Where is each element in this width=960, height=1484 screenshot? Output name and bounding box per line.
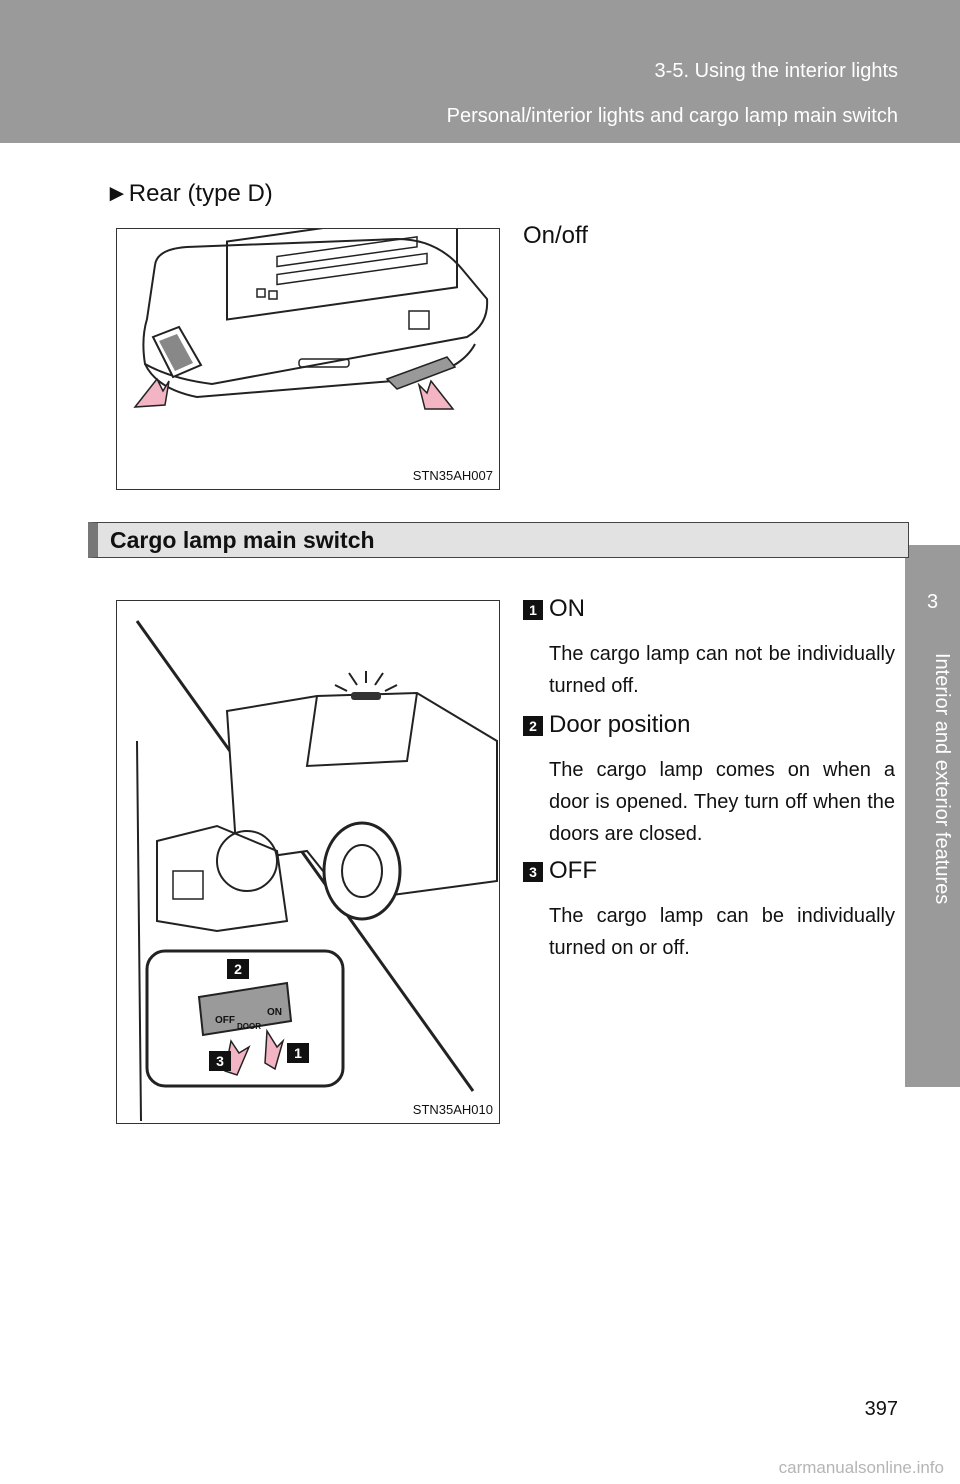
rear-light-figure: STN35AH007 [116,208,500,490]
side-tab-spacer [905,143,960,545]
item-2-badge: 2 [523,716,543,736]
switch-on-label: ON [267,1007,282,1018]
rear-type-d-heading: ►Rear (type D) [105,180,273,207]
page-number: 397 [864,1398,898,1420]
chapter-tab-block [905,545,960,1087]
figure-code: STN35AH007 [412,468,493,483]
on-off-label: On/off [523,222,588,249]
callout-2: 2 [234,961,242,977]
item-1-description: The cargo lamp can not be individually t… [549,643,895,697]
item-1-badge: 1 [523,600,543,620]
left-arrow-indicator [133,377,170,408]
right-arrow-indicator [417,379,455,410]
truck-and-switch-illustration: OFF DOOR ON 2 3 1 [135,620,498,1122]
callout-3: 3 [216,1053,224,1069]
figure-code: STN35AH010 [412,1102,493,1117]
main-switch [197,981,293,1037]
section-title: Cargo lamp main switch [110,527,375,553]
header-band: 3-5. Using the interior lights Personal/… [0,0,960,143]
item-3-description: The cargo lamp can be individually turne… [549,905,895,959]
subsection-title: Personal/interior lights and cargo lamp … [446,105,898,127]
cargo-lamp-figure: OFF DOOR ON 2 3 1 STN35AH010 [116,600,500,1124]
item-2-label: Door position [549,711,691,738]
watermark: carmanualsonline.info [778,1458,944,1477]
item-3-badge: 3 [523,862,543,882]
switch-off-label: OFF [215,1015,235,1026]
item-2-description: The cargo lamp comes on when a door is o… [549,759,895,845]
section-header: Cargo lamp main switch [88,522,909,558]
section-breadcrumb: 3-5. Using the interior lights [654,60,898,82]
item-1-label: ON [549,595,585,622]
callout-1: 1 [294,1045,302,1061]
chapter-title: Interior and exterior features [931,653,953,905]
item-3-label: OFF [549,857,597,884]
overhead-console-illustration [133,208,489,410]
chapter-number: 3 [926,591,939,613]
chapter-side-tab: 3 Interior and exterior features [905,143,960,1484]
switch-door-label: DOOR [237,1022,261,1031]
